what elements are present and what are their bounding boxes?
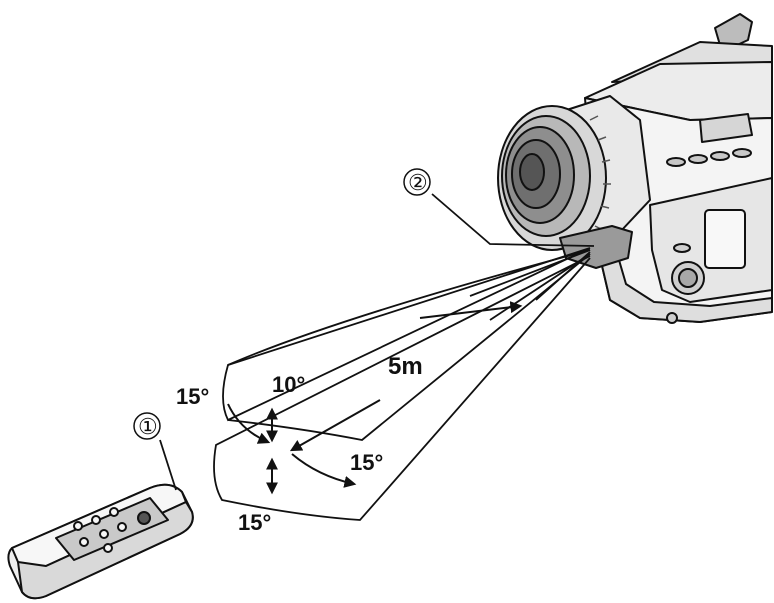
callout-2-label: ②	[408, 170, 428, 195]
ray-arrow	[419, 301, 523, 319]
angle-arrows	[227, 301, 523, 495]
callout-2: ②	[403, 168, 431, 196]
right-curved-arrow	[291, 453, 357, 488]
center-pointer-arrow	[289, 399, 381, 452]
camcorder-illustration	[497, 13, 773, 324]
lower-fan-outline	[213, 255, 591, 521]
angle-label-vertical-up: 10°	[272, 372, 305, 397]
sensor-leader-line	[431, 193, 595, 247]
left-curved-arrow	[227, 403, 271, 444]
remote-leader-line	[159, 439, 177, 491]
remote-control-illustration	[7, 483, 194, 600]
callout-1: ①	[133, 412, 161, 440]
angle-label-right: 15°	[350, 450, 383, 475]
angle-label-left: 15°	[176, 384, 209, 409]
distance-label: 5m	[388, 353, 423, 380]
range-beams	[159, 193, 595, 521]
angle-label-bottom: 15°	[238, 510, 271, 535]
upper-fan-outline	[222, 247, 591, 422]
callout-1-label: ①	[138, 414, 158, 439]
